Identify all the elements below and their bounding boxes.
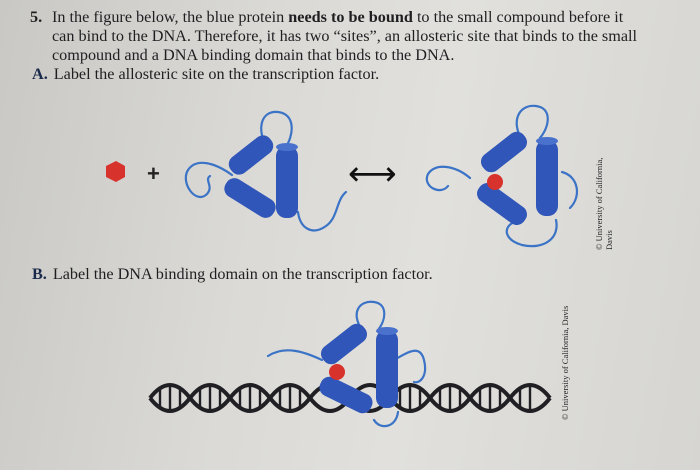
- helix-vertical-bound-cap: [536, 137, 558, 145]
- protein-loops-bound: [425, 104, 579, 248]
- question-number: 5.: [30, 8, 43, 26]
- small-compound-free[interactable]: [106, 161, 125, 182]
- helix-lower-bound: [477, 183, 527, 225]
- part-a-prompt: A. Label the allosteric site on the trans…: [32, 65, 379, 84]
- helix-lower: [224, 178, 276, 218]
- emphasis-needs-to-be-bound: needs to be bound: [288, 8, 413, 26]
- part-b-label: B.: [32, 265, 47, 283]
- part-b-text: Label the DNA binding domain on the tran…: [52, 265, 433, 283]
- helix-upper: [228, 135, 274, 175]
- question-line-2: can bind to the DNA. Therefore, it has t…: [52, 27, 638, 45]
- question-text: In the figure below, the blue protein ne…: [52, 8, 700, 65]
- helix-vertical-bound: [536, 140, 558, 216]
- equilibrium-arrow: ⟷: [348, 154, 397, 194]
- plus-sign: +: [147, 161, 160, 186]
- helix-upper-bound: [480, 131, 528, 173]
- credit-figure-b: © University of California, Davis: [560, 305, 570, 420]
- helix-lower-on-dna: [319, 376, 373, 414]
- small-compound-on-dna[interactable]: [329, 364, 345, 380]
- transcription-factor-on-dna[interactable]: [266, 300, 427, 428]
- helix-vertical: [276, 146, 298, 218]
- question-line-1: In the figure below, the blue protein ne…: [52, 8, 624, 26]
- part-b-prompt: B. Label the DNA binding domain on the tr…: [32, 265, 433, 284]
- credit-figure-a: © University of California, Davis: [594, 157, 614, 250]
- protein-loops-unbound: [184, 110, 348, 232]
- helix-vertical-on-dna-cap: [376, 327, 398, 335]
- small-compound-bound[interactable]: [487, 174, 503, 190]
- figure-b: [148, 300, 552, 428]
- part-a-label: A.: [32, 65, 48, 83]
- helix-upper-on-dna: [320, 323, 368, 365]
- transcription-factor-bound[interactable]: [425, 104, 579, 248]
- figure-a: + ⟷: [106, 104, 579, 248]
- transcription-factor-unbound[interactable]: [184, 110, 348, 232]
- protein-loops-on-dna: [266, 300, 427, 428]
- dna-base-pairs: [158, 386, 532, 410]
- helix-vertical-on-dna: [376, 330, 398, 408]
- question-line-3: compound and a DNA binding domain that b…: [52, 46, 455, 64]
- helix-vertical-cap: [276, 143, 298, 151]
- part-a-text: Label the allosteric site on the transcr…: [53, 65, 380, 83]
